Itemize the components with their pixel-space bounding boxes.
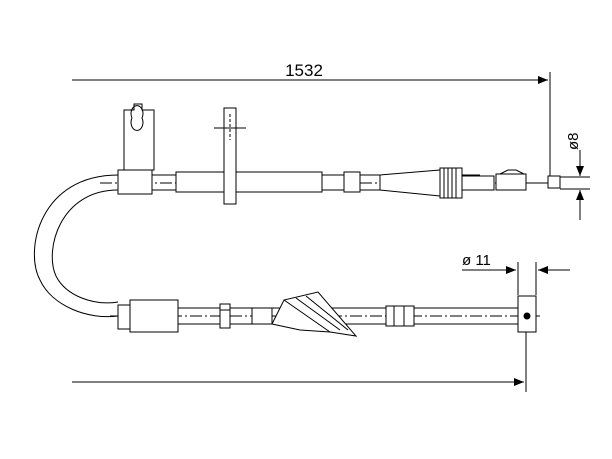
end-nipple	[547, 175, 561, 189]
adjuster-nut	[439, 167, 463, 199]
diameter-8-label: ø8	[565, 132, 582, 150]
lower-cable	[110, 291, 540, 337]
upper-left-sleeve	[117, 169, 153, 195]
bracket-hole	[130, 105, 144, 131]
upper-sleeve-2	[175, 171, 225, 193]
eye-hole	[523, 312, 531, 320]
diameter-11-label: ø 11	[462, 252, 491, 269]
lower-sleeve	[129, 299, 179, 333]
length-dimension: 1532	[72, 61, 551, 178]
lock-nut	[495, 173, 527, 191]
lower-ferrule	[385, 305, 415, 327]
length-label: 1532	[285, 61, 323, 80]
threaded-rod	[461, 175, 495, 191]
upper-ferrule	[343, 171, 361, 193]
lower-ring	[251, 307, 273, 325]
curve-outer	[33, 174, 119, 318]
retaining-clip	[223, 107, 237, 205]
diameter-8-dimension: ø8	[560, 132, 590, 220]
upper-sleeve-3	[235, 171, 323, 193]
lower-end-cap	[117, 304, 131, 330]
lock-nut-top	[499, 169, 525, 175]
bracket-ribs	[283, 295, 349, 333]
curve-inner	[51, 189, 119, 304]
cable-curve	[33, 174, 119, 318]
diameter-11-dimension: ø 11	[462, 252, 570, 295]
upper-cable	[100, 103, 561, 205]
upper-sleeve-4	[321, 174, 345, 191]
mounting-bracket	[123, 103, 155, 171]
guide-bracket	[271, 291, 358, 337]
lower-clamp	[219, 303, 231, 329]
